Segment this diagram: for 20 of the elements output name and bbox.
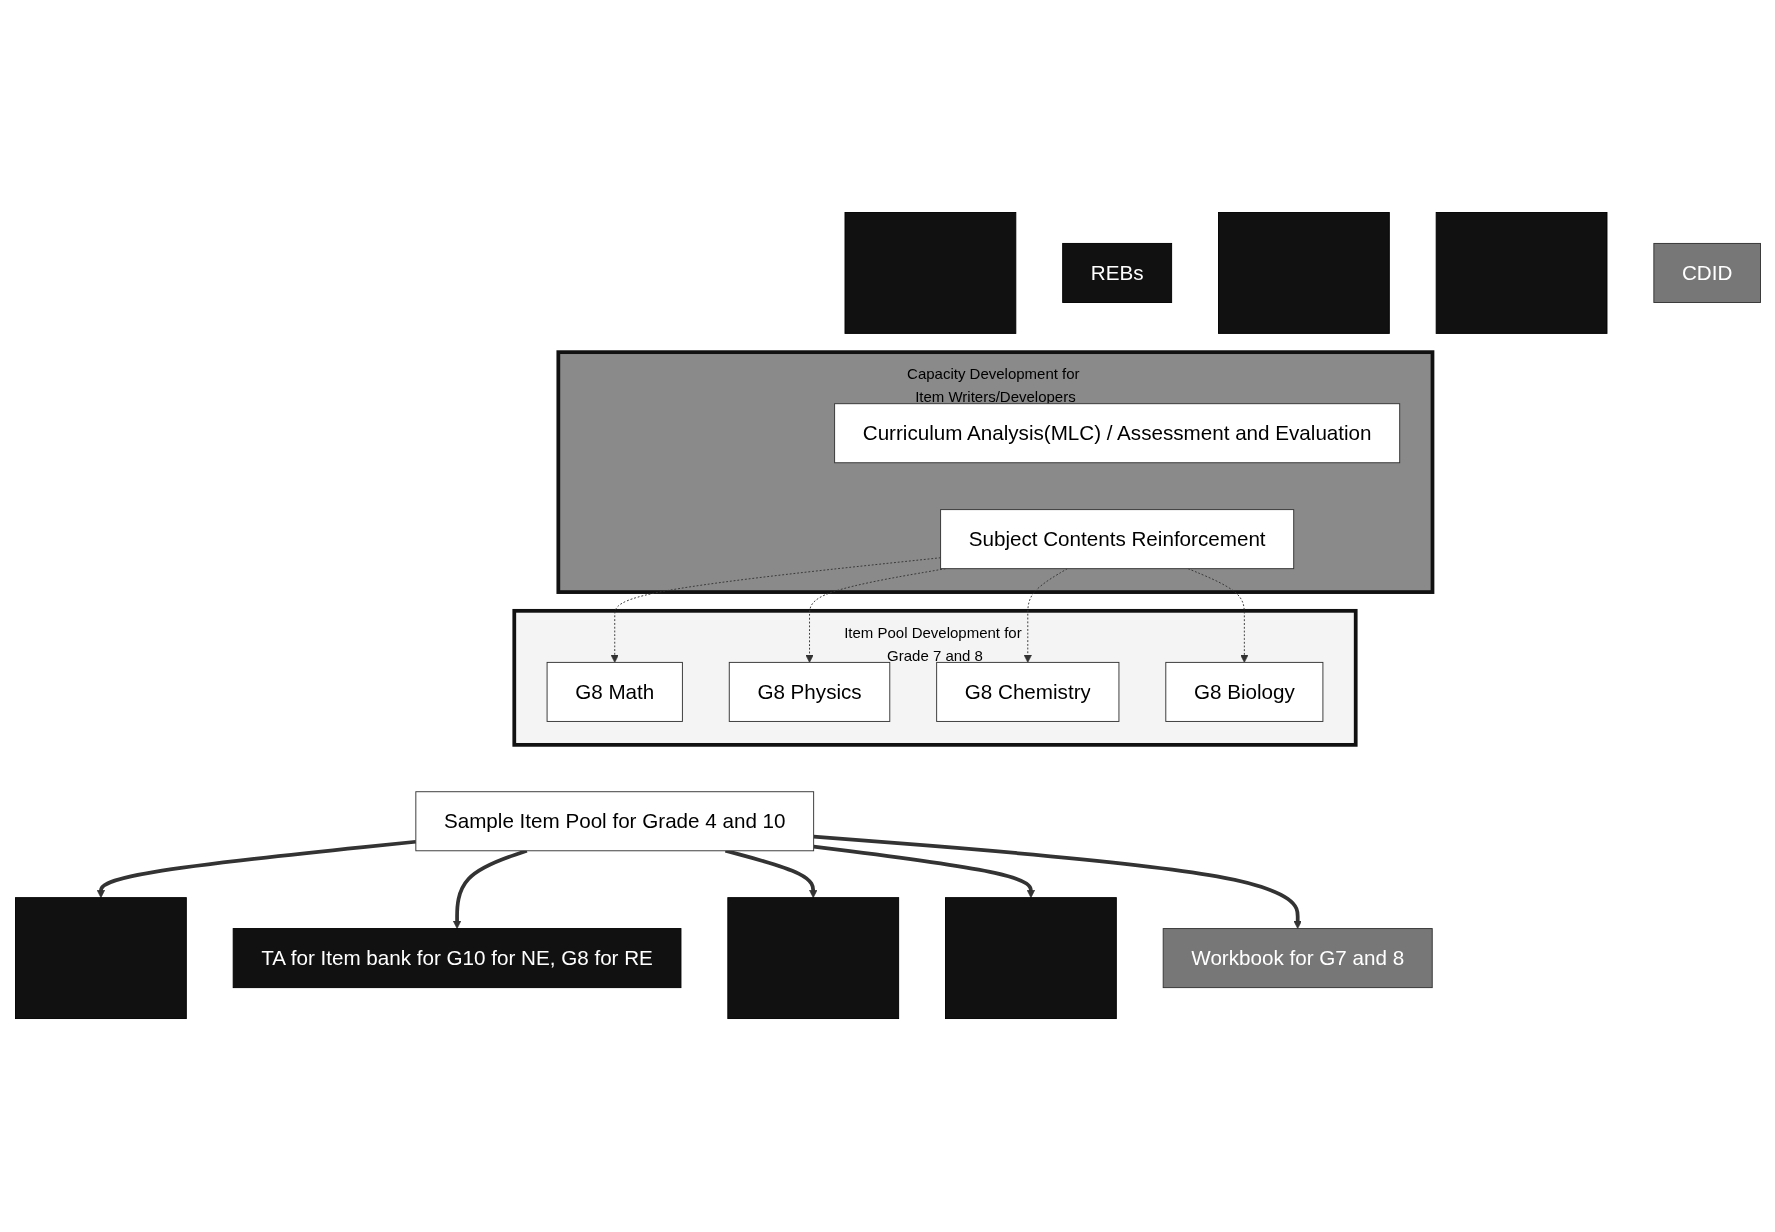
arrow [96, 840, 416, 899]
arrow [812, 845, 1035, 899]
node-box [844, 212, 1016, 335]
node-box: G8 Math [546, 662, 683, 723]
node-box: Sample Item Pool for Grade 4 and 10 [414, 791, 814, 852]
node-box [944, 897, 1117, 1020]
node-box [726, 897, 899, 1020]
node-box [1435, 212, 1607, 335]
node-box: Workbook for G7 and 8 [1162, 928, 1433, 989]
node-box [1217, 212, 1390, 335]
node-box: Curriculum Analysis(MLC) / Assessment and Evaluation [833, 403, 1400, 464]
node-box: CDID [1652, 243, 1761, 304]
node-box: REBs [1061, 243, 1172, 304]
node-box: TA for Item bank for G10 for NE, G8 for RE [232, 928, 681, 989]
node-box: G8 Chemistry [935, 662, 1119, 723]
node-box [14, 897, 187, 1020]
arrow [813, 835, 1302, 930]
node-box: G8 Physics [728, 662, 890, 723]
node-box: Subject Contents Reinforcement [939, 509, 1294, 570]
node-box: G8 Biology [1164, 662, 1323, 723]
